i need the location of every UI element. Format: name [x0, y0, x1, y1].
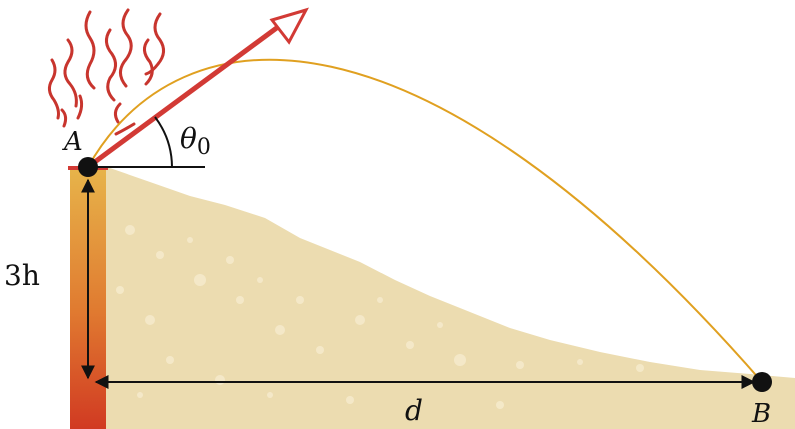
point-b — [752, 372, 772, 392]
ground-slope — [82, 168, 795, 429]
velocity-arrow-head — [269, 7, 309, 45]
label-a: A — [62, 127, 83, 157]
point-a — [78, 157, 98, 177]
ground-texture — [116, 225, 644, 409]
angle-arc — [154, 116, 173, 168]
trajectory-curve — [87, 58, 763, 383]
label-height: 3h — [4, 259, 40, 292]
label-distance: d — [405, 394, 423, 427]
velocity-arrow-shaft — [86, 21, 284, 170]
label-angle: θ0 — [180, 122, 211, 160]
eruption-squiggles — [47, 8, 165, 136]
label-b: B — [751, 399, 771, 429]
